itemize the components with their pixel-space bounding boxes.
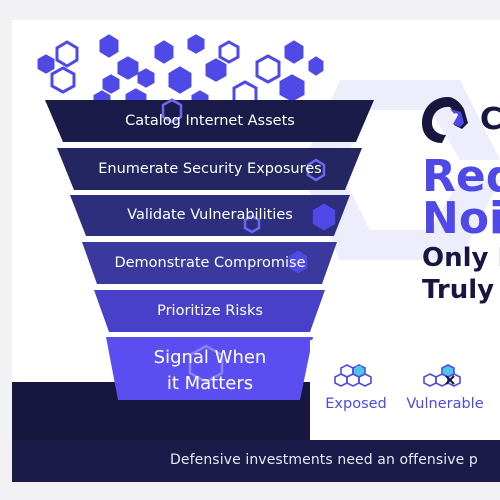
funnel-tier-2 (57, 148, 362, 190)
hexagon-icon (188, 344, 224, 384)
hexagon-icon (312, 203, 336, 231)
category-label-exposed: Exposed (325, 396, 387, 412)
funnel-final-label-line1: Signal When (153, 347, 267, 368)
category-exposed: Exposed (311, 362, 401, 412)
tagline-bar (12, 440, 500, 482)
funnel-tier-label: Prioritize Risks (157, 303, 263, 319)
funnel-tier-3 (70, 195, 350, 236)
hexagon-icon (154, 40, 174, 64)
hexagon-icon (137, 68, 155, 88)
hexagon-icon (168, 66, 192, 94)
hexagon-icon (243, 214, 261, 234)
category-vulnerable: Vulnerable (400, 362, 490, 412)
brand-name: C (480, 102, 500, 137)
headline-line2: Nois (422, 193, 500, 244)
funnel-tier-label: Catalog Internet Assets (125, 113, 295, 129)
funnel-tier-5 (94, 290, 325, 332)
horse-logo-icon (422, 97, 468, 143)
hexagon-icon (161, 98, 183, 124)
hexagon-icon (55, 40, 79, 68)
category-panel (310, 340, 500, 440)
funnel-tier-label: Enumerate Security Exposures (98, 161, 322, 177)
hexagon-icon (284, 40, 304, 64)
hexagon-icon (255, 54, 281, 84)
subheadline-line1: Only F (422, 243, 500, 273)
category-label-vulnerable: Vulnerable (406, 396, 484, 412)
tagline: Defensive investments need an offensive … (170, 452, 478, 468)
hexagon-icon (187, 34, 205, 54)
hexagon-icon (279, 74, 305, 102)
funnel-final-label-line2: it Matters (166, 373, 254, 394)
exposed-hexagons-icon (334, 364, 372, 387)
hexagon-icon (99, 34, 119, 58)
hexagon-icon (288, 250, 308, 274)
hexagon-icon (117, 56, 139, 80)
hexagon-icon (50, 66, 76, 94)
hexagon-cluster (37, 34, 324, 124)
funnel-hexagons (161, 98, 336, 384)
funnel-tier-1 (45, 100, 374, 142)
hexagon-icon (218, 40, 240, 64)
hexagon-icon (37, 54, 55, 74)
hexagon-icon (205, 58, 227, 82)
funnel-tier-4 (82, 242, 337, 284)
funnel-tier-label: Demonstrate Compromise (114, 255, 306, 271)
hexagon-icon (306, 158, 326, 182)
subheadline-line2: Truly I (422, 275, 500, 305)
funnel-tier-final (106, 337, 313, 400)
hexagon-icon (102, 74, 120, 94)
hexagon-icon (308, 56, 324, 76)
funnel-tier-label: Validate Vulnerabilities (127, 207, 293, 223)
headline-line1: Red (422, 151, 500, 202)
vulnerable-hexagons-icon (423, 364, 461, 387)
